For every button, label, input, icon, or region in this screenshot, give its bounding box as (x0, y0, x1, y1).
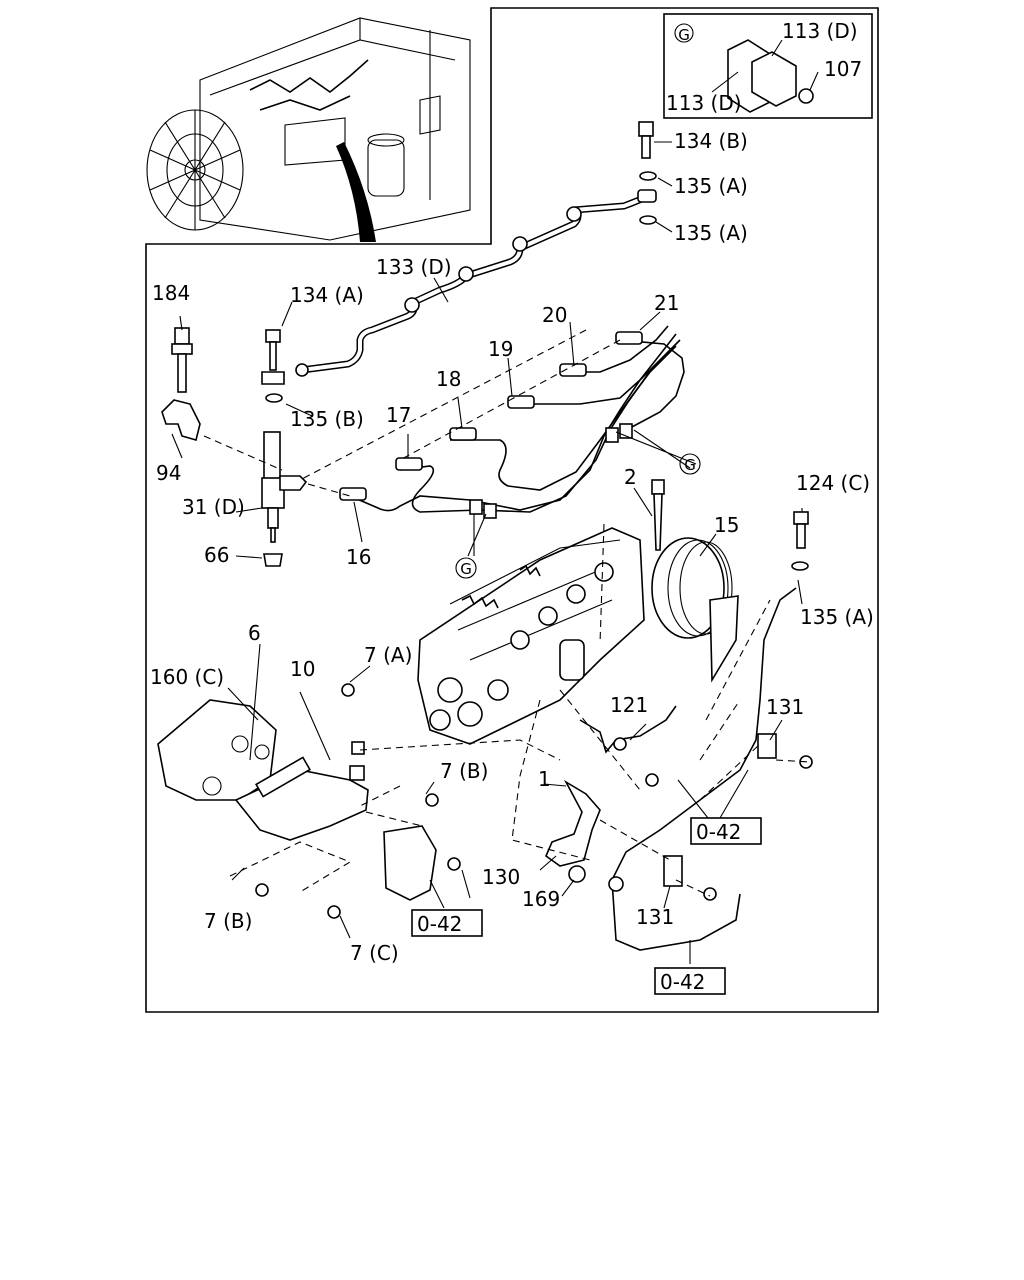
callout-7b-upper: 7 (B) (440, 759, 488, 783)
callout-66: 66 (204, 543, 229, 567)
callout-134a: 134 (A) (290, 283, 364, 307)
callout-2: 2 (624, 465, 637, 489)
injector-assembly (161, 327, 308, 567)
callout-160c: 160 (C) (150, 665, 224, 689)
seal-66 (263, 553, 283, 567)
leader-lines (171, 141, 811, 964)
clamp-113d-right (751, 51, 797, 107)
callout-18: 18 (436, 367, 461, 391)
marker-g-upper: G (684, 456, 696, 474)
detail-label-113d-bottom: 113 (D) (666, 91, 742, 115)
marker-g-lower: G (460, 560, 472, 578)
callout-31d: 31 (D) (182, 495, 245, 519)
callout-10: 10 (290, 657, 315, 681)
engine-overview-illustration (146, 17, 471, 242)
callout-130: 130 (482, 865, 520, 889)
callout-131-lower: 131 (636, 905, 674, 929)
detail-label-107: 107 (824, 57, 862, 81)
ref-0-42-right: 0-42 (696, 820, 741, 844)
nut-169 (568, 865, 586, 883)
callout-131-upper: 131 (766, 695, 804, 719)
collar-10 (255, 756, 311, 798)
detail-box-marker: G (678, 26, 690, 44)
callout-17: 17 (386, 403, 411, 427)
bolt-134a (265, 329, 281, 343)
leak-off-pipe-133d (295, 192, 652, 377)
callout-6: 6 (248, 621, 261, 645)
pump-bracket-assembly (234, 511, 813, 951)
bracket-1 (545, 779, 601, 867)
callout-169: 169 (522, 887, 560, 911)
ref-box-0-42-center (411, 909, 483, 937)
callout-94: 94 (156, 461, 181, 485)
marker-g-circle-lower (455, 557, 477, 579)
nut-107 (798, 88, 814, 104)
ref-0-42-bottom: 0-42 (660, 970, 705, 994)
ref-0-42-center: 0-42 (417, 912, 462, 936)
injection-pipes (339, 325, 685, 519)
clamp-94 (161, 399, 201, 441)
callout-135a-1: 135 (A) (674, 174, 748, 198)
clamp-131-upper (757, 733, 777, 759)
diagram-frame (145, 7, 879, 1013)
callout-134b: 134 (B) (674, 129, 748, 153)
callout-135a-2: 135 (A) (674, 221, 748, 245)
governor-cover-15 (651, 537, 725, 639)
callout-16: 16 (346, 545, 371, 569)
callout-135b: 135 (B) (290, 407, 364, 431)
detail-pointer (336, 142, 376, 242)
callout-7a: 7 (A) (364, 643, 412, 667)
callout-135a-3: 135 (A) (800, 605, 874, 629)
bolt-184 (174, 327, 190, 345)
ref-box-0-42-right (690, 817, 762, 845)
callout-21: 21 (654, 291, 679, 315)
callout-184: 184 (152, 281, 190, 305)
stud-bolt-2 (651, 479, 665, 495)
detail-label-113d-top: 113 (D) (782, 19, 858, 43)
callout-133d: 133 (D) (376, 255, 452, 279)
callout-20: 20 (542, 303, 567, 327)
callout-7b-lower: 7 (B) (204, 909, 252, 933)
callout-19: 19 (488, 337, 513, 361)
callout-15: 15 (714, 513, 739, 537)
callout-7c: 7 (C) (350, 941, 399, 965)
callout-1: 1 (538, 767, 551, 791)
callout-124c: 124 (C) (796, 471, 870, 495)
ref-box-0-42-bottom (654, 967, 726, 995)
nozzle-holder-31d (263, 431, 281, 483)
clamp-131-lower (663, 855, 683, 887)
detail-box-g: G 113 (D) 107 113 (D) (663, 13, 873, 119)
banjo-bolt-134b (637, 121, 657, 225)
callout-121: 121 (610, 693, 648, 717)
marker-g-circle-upper (679, 453, 701, 475)
injection-pump (157, 479, 739, 801)
callout-labels: 134 (B) 135 (A) 135 (A) 133 (D) 184 134 … (150, 129, 874, 965)
